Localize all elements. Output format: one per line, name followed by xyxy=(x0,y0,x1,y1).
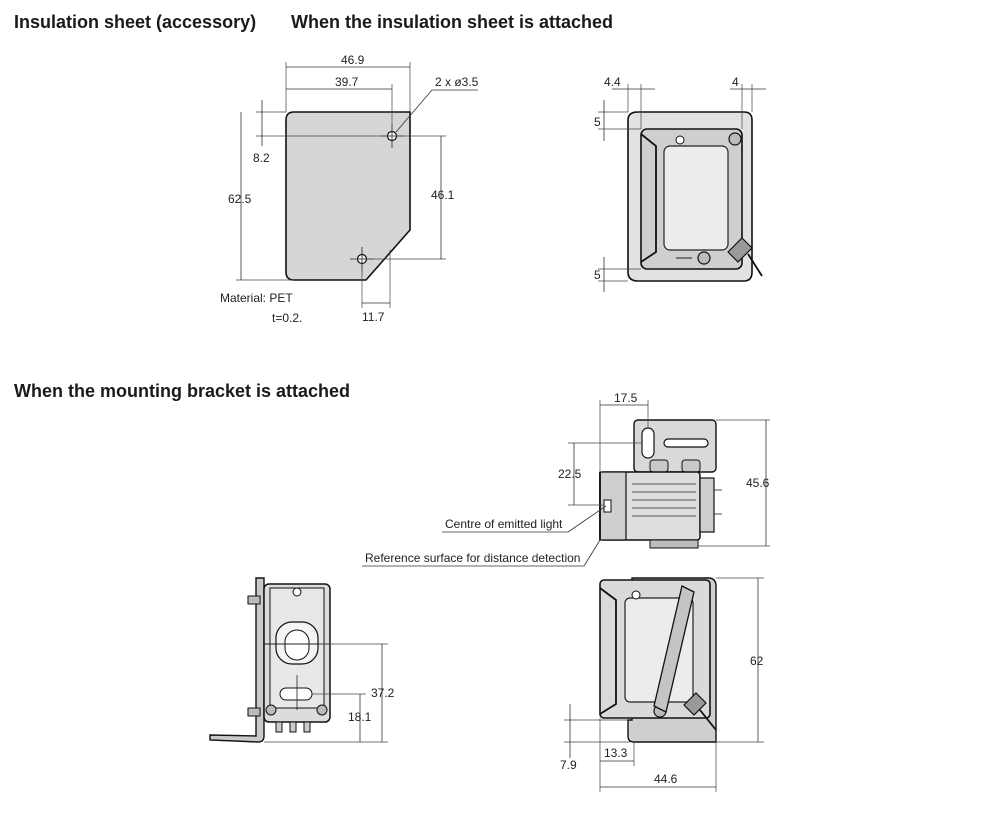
label-centre-emitted-light: Centre of emitted light xyxy=(445,517,563,531)
sensor-with-sheet-figure: 4.4 4 5 5 xyxy=(594,75,766,292)
dim-sheet-hole-width: 39.7 xyxy=(335,75,359,89)
dim-total-height: 62 xyxy=(750,654,764,668)
insulation-sheet-heading: Insulation sheet (accessory) xyxy=(14,12,257,32)
dim-sheet-holes: 2 x ø3.5 xyxy=(435,75,479,89)
bracket-side-view: 17.5 22.5 45.6 Centre of emitted light R… xyxy=(362,391,770,567)
bracket-bottom-view: 62 7.9 13.3 44.6 xyxy=(560,577,764,792)
dim-attached-bottom: 5 xyxy=(594,268,601,282)
dim-attached-top: 5 xyxy=(594,115,601,129)
dim-bracket-side-height: 45.6 xyxy=(746,476,770,490)
dim-sheet-width: 46.9 xyxy=(341,53,365,67)
dim-front-low: 18.1 xyxy=(348,710,372,724)
dim-total-width: 44.6 xyxy=(654,772,678,786)
insulation-sheet-figure: 46.9 39.7 2 x ø3.5 8.2 62.5 46.1 11.7 Ma… xyxy=(220,53,479,325)
dim-attached-right: 4 xyxy=(732,75,739,89)
dim-sheet-hole-pitch: 46.1 xyxy=(431,188,455,202)
dim-bottom-offset: 7.9 xyxy=(560,758,577,772)
sheet-material: Material: PET xyxy=(220,291,293,305)
label-reference-surface: Reference surface for distance detection xyxy=(365,551,580,565)
sheet-thickness: t=0.2. xyxy=(272,311,302,325)
bracket-attached-heading: When the mounting bracket is attached xyxy=(14,381,351,401)
dim-sheet-bottom-hole: 11.7 xyxy=(362,310,385,324)
dim-inner-width: 13.3 xyxy=(604,746,628,760)
dim-front-height: 37.2 xyxy=(371,686,395,700)
bracket-front-view: 37.2 18.1 xyxy=(209,577,395,743)
dim-bracket-top-width: 17.5 xyxy=(614,391,638,405)
dim-sheet-height: 62.5 xyxy=(228,192,252,206)
dim-attached-left: 4.4 xyxy=(604,75,621,89)
dim-sheet-top-hole: 8.2 xyxy=(253,151,270,165)
dim-bracket-center-height: 22.5 xyxy=(558,467,582,481)
sheet-attached-heading: When the insulation sheet is attached xyxy=(291,12,614,32)
